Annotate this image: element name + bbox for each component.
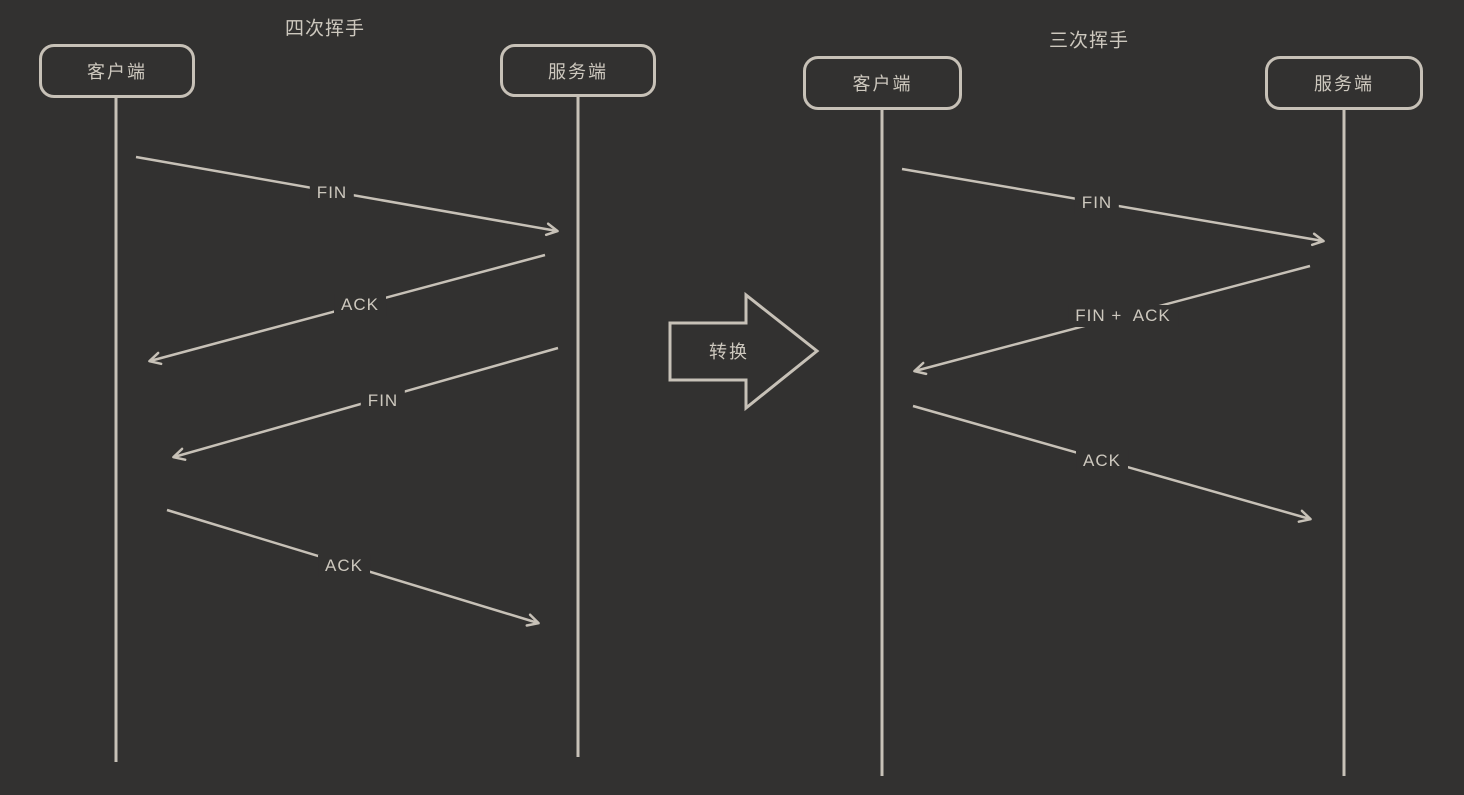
left-msg-fin-1-label: FIN xyxy=(309,182,355,204)
right-msg-ack-label: ACK xyxy=(1076,450,1128,472)
right-msg-fin-label: FIN xyxy=(1074,192,1120,214)
left-server-box: 服务端 xyxy=(500,44,656,97)
left-msg-fin-2-label: FIN xyxy=(360,390,406,412)
transform-block-arrow-icon xyxy=(668,291,820,412)
right-msg-fin-ack-label: FIN + ACK xyxy=(1068,305,1178,327)
left-msg-ack-2-label: ACK xyxy=(318,555,370,577)
left-client-box: 客户端 xyxy=(39,44,195,98)
right-client-box: 客户端 xyxy=(803,56,962,110)
left-diagram-title: 四次挥手 xyxy=(284,18,366,40)
transform-arrow-label: 转换 xyxy=(709,342,749,362)
right-diagram-title: 三次挥手 xyxy=(1048,30,1130,52)
right-server-box: 服务端 xyxy=(1265,56,1423,110)
left-msg-ack-1-label: ACK xyxy=(334,294,386,316)
